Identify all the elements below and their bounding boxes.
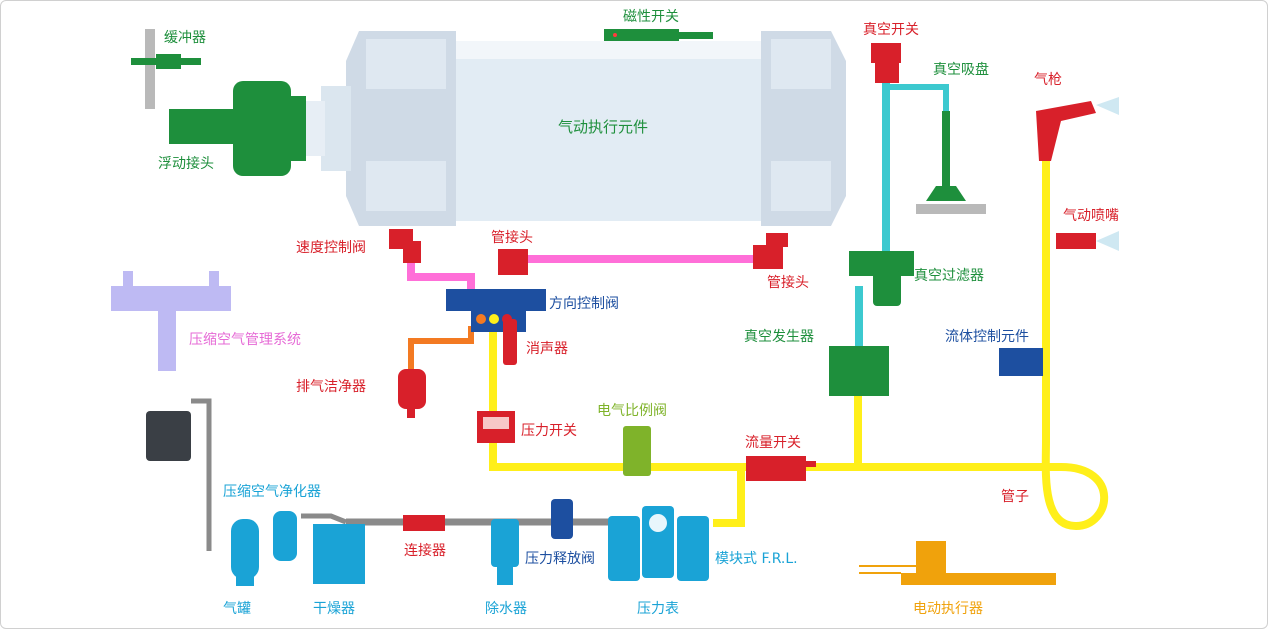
label-water-remover: 除水器: [485, 601, 527, 617]
label-air-gun: 气枪: [1034, 72, 1062, 88]
electric-actuator-shape: [859, 541, 1056, 585]
pipe-yellow-main: [713, 463, 1061, 527]
frl-shape: [608, 506, 709, 581]
vacuum-generator-shape: [829, 346, 889, 396]
label-vacuum-switch: 真空开关: [863, 22, 919, 38]
compressor-shape: [146, 411, 191, 461]
label-flow-switch: 流量开关: [745, 435, 801, 451]
flow-switch-shape: [746, 456, 816, 481]
pipe-teal-cup: [886, 84, 949, 111]
vacuum-switch-shape: [871, 43, 901, 83]
label-air-tank: 气罐: [223, 601, 251, 617]
label-air-purifier: 压缩空气净化器: [223, 484, 321, 500]
label-pressure-relief-valve: 压力释放阀: [525, 551, 595, 567]
speed-control-valve-shape: [389, 229, 421, 263]
pipe-pink-speed: [407, 256, 475, 296]
pipe-yellow-loop: [1041, 161, 1109, 531]
label-electric-actuator: 电动执行器: [913, 601, 983, 617]
fluid-control-shape: [999, 348, 1043, 376]
buffer-shape: [131, 29, 201, 109]
label-fitting-right: 管接头: [767, 275, 809, 291]
pipe-gray-dryer: [301, 513, 347, 525]
vacuum-cup-shape: [916, 111, 986, 214]
exhaust-cleaner-shape: [398, 369, 426, 418]
label-pressure-switch: 压力开关: [521, 423, 577, 439]
label-vacuum-cup: 真空吸盘: [933, 62, 989, 78]
directional-valve-shape: [446, 289, 546, 332]
floating-joint-shape: [169, 81, 306, 176]
label-speed-control-valve: 速度控制阀: [296, 240, 366, 256]
pipe-yellow-pswitch: [489, 331, 741, 471]
label-tube: 管子: [1001, 489, 1029, 505]
label-dryer: 干燥器: [313, 601, 355, 617]
label-directional-valve: 方向控制阀: [549, 296, 619, 312]
air-gun-shape: [1036, 97, 1119, 161]
dryer-shape: [313, 524, 365, 584]
water-remover-shape: [491, 519, 519, 585]
label-fitting-top: 管接头: [491, 230, 533, 246]
air-nozzle-shape: [1056, 231, 1119, 251]
label-magnetic-switch: 磁性开关: [623, 9, 679, 25]
label-electro-proportional-valve: 电气比例阀: [597, 403, 667, 419]
electro-proportional-valve-shape: [623, 426, 651, 476]
air-management-shape: [111, 271, 231, 371]
vacuum-filter-shape: [849, 251, 914, 306]
label-pneumatic-actuator: 气动执行元件: [558, 118, 649, 136]
fitting-right-shape: [753, 233, 788, 269]
fitting-top-shape: [498, 249, 528, 275]
purifier-filter-shape: [273, 511, 297, 561]
pipe-orange: [408, 326, 474, 369]
air-tank-shape: [231, 519, 259, 586]
label-air-nozzle: 气动喷嘴: [1063, 208, 1119, 224]
label-modular-frl: 模块式 F.R.L.: [715, 551, 798, 567]
label-vacuum-filter: 真空过滤器: [914, 268, 984, 284]
label-floating-joint: 浮动接头: [158, 156, 214, 172]
label-air-management: 压缩空气管理系统: [189, 332, 301, 348]
label-pressure-gauge: 压力表: [637, 601, 679, 617]
pressure-relief-valve-shape: [551, 499, 573, 539]
label-silencer: 消声器: [526, 341, 568, 357]
label-vacuum-generator: 真空发生器: [744, 329, 814, 345]
pipe-gray-compressor: [191, 398, 212, 551]
silencer-shape: [503, 319, 517, 365]
pneumatic-cylinder: [303, 31, 846, 226]
label-connector: 连接器: [404, 543, 446, 559]
label-fluid-control: 流体控制元件: [945, 329, 1029, 345]
label-buffer: 缓冲器: [164, 30, 206, 46]
connector-shape: [403, 515, 445, 531]
label-exhaust-cleaner: 排气洁净器: [296, 379, 366, 395]
magnetic-switch-shape: [604, 29, 713, 41]
